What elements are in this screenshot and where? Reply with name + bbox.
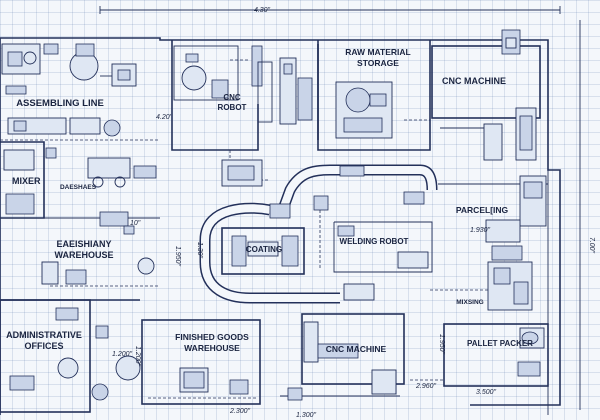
cnc-machine-bottom-label: CNC MACHINE bbox=[326, 344, 387, 354]
pallet-packer-label: PALLET PACKER bbox=[467, 339, 533, 348]
conveyor-loop bbox=[199, 150, 438, 304]
cnc-machine-bottom-room bbox=[280, 313, 405, 401]
cnc-machine-top-room bbox=[431, 29, 541, 161]
raw-material-storage-room bbox=[317, 40, 431, 151]
dimension-1-30: 1.30" bbox=[196, 242, 203, 259]
pallet-packer-room bbox=[410, 323, 549, 387]
dimension-2-300: 2.300" bbox=[229, 408, 251, 415]
top-dimension-line: 4.30" bbox=[99, 6, 561, 14]
parceling-area bbox=[430, 175, 548, 311]
dimension-1-300: 1.300" bbox=[296, 412, 317, 419]
dimension-1-200-b: 1.200" bbox=[134, 346, 141, 367]
mixsing-label: MIXSING bbox=[456, 299, 483, 306]
welding-robot-label: WELDING ROBOT bbox=[340, 237, 409, 246]
dimension-1-950: 1.950" bbox=[174, 246, 181, 267]
finished-goods-warehouse-room bbox=[141, 319, 261, 405]
top-width-dimension: 4.30" bbox=[254, 7, 271, 14]
coating-label: COATING bbox=[246, 245, 282, 254]
mixer-label: MIXER bbox=[12, 176, 41, 186]
eaeishiany-warehouse-area bbox=[41, 211, 160, 287]
cnc-machine-top-label: CNC MACHINE bbox=[442, 76, 506, 86]
dimension-1-200: 1.200" bbox=[112, 351, 133, 358]
mixer-area bbox=[0, 141, 157, 219]
parceling-label: PARCEL[ING bbox=[456, 205, 509, 215]
assembling-line-label: ASSEMBLING LINE bbox=[16, 98, 104, 109]
welding-robot-room bbox=[333, 221, 433, 273]
coating-room bbox=[221, 227, 305, 275]
administrative-offices-room bbox=[0, 299, 141, 413]
daeshaes-label: DAESHAES bbox=[60, 184, 97, 191]
dimension-10: 10" bbox=[130, 220, 141, 227]
dimension-2-960: 2.960" bbox=[415, 383, 437, 390]
right-height-dimension: 7.00" bbox=[588, 237, 595, 254]
assembling-line-area bbox=[0, 43, 160, 141]
cnc-robot-room bbox=[171, 40, 273, 151]
dimension-3-500: 3.500" bbox=[476, 389, 497, 396]
dimension-1-930: 1.930" bbox=[470, 227, 491, 234]
middle-top-equipment bbox=[279, 44, 319, 140]
right-dimension-line: 7.00" bbox=[579, 20, 595, 410]
dimension-1-950-b: 1.950" bbox=[438, 334, 445, 355]
dimension-4-20: 4.20" bbox=[156, 114, 173, 121]
